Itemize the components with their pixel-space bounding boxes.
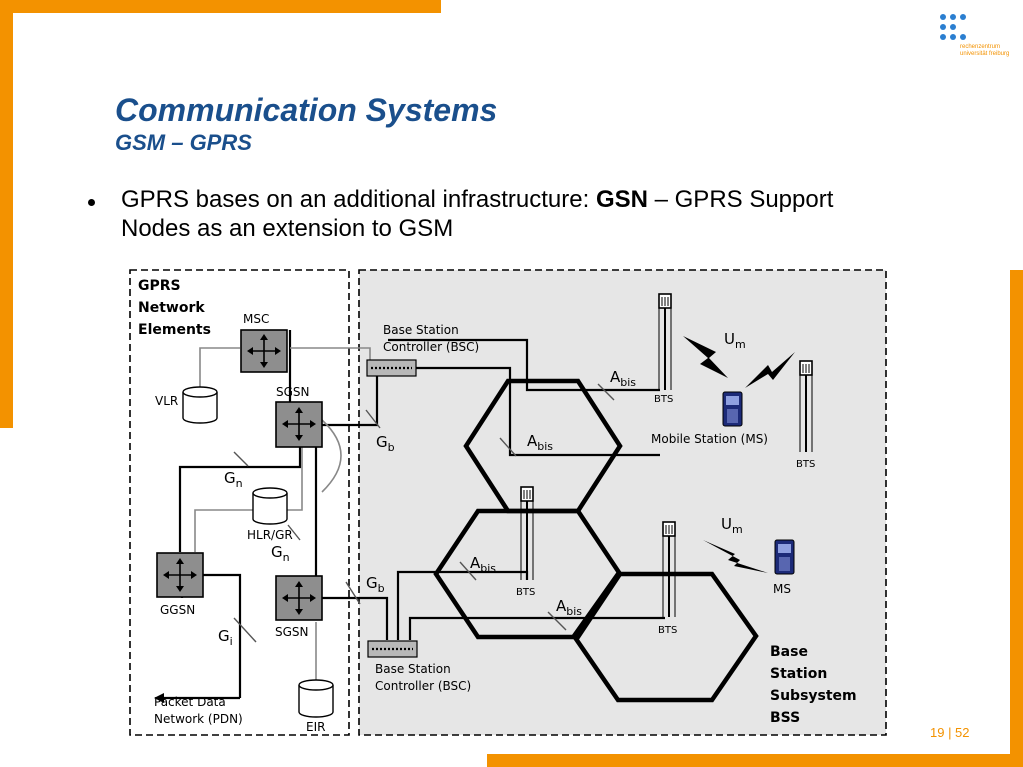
bts-label-4: BTS	[658, 625, 677, 636]
orange-bar-left	[0, 0, 13, 428]
slide-subtitle: GSM – GPRS	[115, 130, 252, 155]
interface-gb-top: Gb	[376, 433, 395, 454]
ms-phone-icon	[774, 539, 795, 575]
vlr-label: VLR	[155, 394, 178, 408]
bss-heading-line-3: Subsystem	[770, 688, 857, 704]
orange-bar-top	[0, 0, 441, 13]
radio-link-icon-2	[745, 352, 795, 388]
sgsn-bottom-node	[275, 575, 323, 621]
interface-um-1: Um	[724, 330, 746, 351]
interface-gb-bottom: Gb	[366, 574, 385, 595]
bsc-bottom-label-1: Base Station	[375, 662, 451, 676]
university-logo-icon	[940, 14, 970, 44]
sgsn-top-label: SGSN	[276, 385, 310, 399]
eir-label: EIR	[306, 720, 325, 734]
msc-node	[240, 329, 288, 373]
mobile-station-icon	[722, 391, 743, 427]
eir-database-icon	[298, 679, 334, 718]
gprs-heading-line-3: Elements	[138, 322, 211, 338]
bsc-bottom-box	[367, 640, 418, 658]
interface-abis-4: Abis	[556, 597, 582, 618]
bsc-top-label-1: Base Station	[383, 323, 459, 337]
pdn-arrow-icon	[154, 693, 164, 703]
msc-label: MSC	[243, 312, 269, 326]
sgsn-top-node	[275, 401, 323, 448]
orange-bar-bottom	[487, 754, 1023, 767]
gprs-heading-line-1: GPRS	[138, 278, 181, 294]
bss-panel	[358, 269, 887, 736]
bsc-top-box	[366, 359, 417, 377]
bullet-icon	[88, 199, 95, 206]
radio-link-icon-3	[703, 540, 768, 573]
bts-tower-3	[520, 486, 534, 580]
ggsn-node	[156, 552, 204, 598]
bullet-text: GPRS bases on an additional infrastructu…	[121, 186, 834, 242]
slide-title: Communication Systems	[115, 92, 498, 128]
bts-tower-1	[658, 293, 672, 390]
pdn-label-1: Packet Data	[154, 695, 226, 709]
bsc-bottom-label-2: Controller (BSC)	[375, 679, 471, 693]
bsc-top-label-2: Controller (BSC)	[383, 340, 479, 354]
interface-gn-top: Gn	[224, 469, 243, 490]
bts-label-3: BTS	[516, 587, 535, 598]
interface-abis-3: Abis	[470, 554, 496, 575]
cell-middle	[433, 508, 623, 640]
vlr-database-icon	[182, 386, 218, 424]
interface-abis-1: Abis	[610, 368, 636, 389]
radio-link-icon	[683, 336, 728, 378]
logo-text: rechenzentrum universität freiburg	[960, 44, 1010, 57]
bts-label-1: BTS	[654, 394, 673, 405]
sgsn-bottom-label: SGSN	[275, 625, 309, 639]
bss-heading-line-1: Base	[770, 644, 808, 660]
interface-gi: Gi	[218, 627, 233, 648]
interface-abis-2: Abis	[527, 432, 553, 453]
hlr-label: HLR/GR	[247, 528, 293, 542]
bts-tower-2	[799, 360, 813, 452]
page-number: 19 | 52	[930, 725, 970, 740]
ms-label: MS	[773, 582, 791, 596]
hlr-database-icon	[252, 487, 288, 525]
mobile-station-label: Mobile Station (MS)	[651, 432, 768, 446]
interface-gn-bottom: Gn	[271, 543, 290, 564]
cell-right	[571, 571, 759, 703]
bss-heading-line-4: BSS	[770, 710, 800, 726]
gprs-heading-line-2: Network	[138, 300, 205, 316]
interface-um-2: Um	[721, 515, 743, 536]
ggsn-label: GGSN	[160, 603, 195, 617]
bts-label-2: BTS	[796, 459, 815, 470]
pdn-label-2: Network (PDN)	[154, 712, 243, 726]
bss-heading-line-2: Station	[770, 666, 827, 682]
bts-tower-4	[662, 521, 676, 617]
orange-bar-right	[1010, 270, 1023, 767]
